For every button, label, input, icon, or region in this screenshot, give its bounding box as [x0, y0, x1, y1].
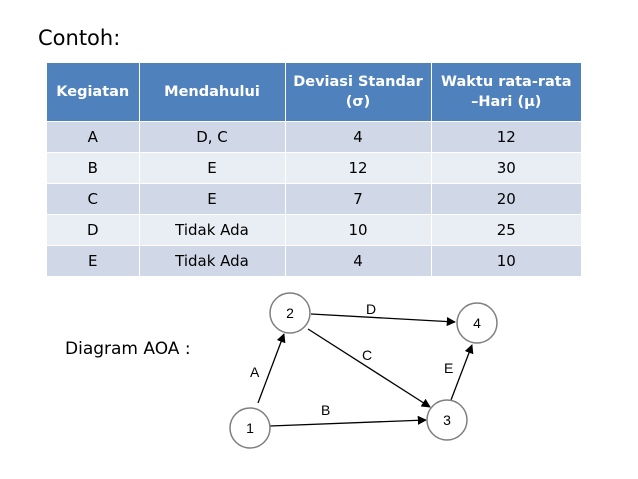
cell-mendahului: Tidak Ada	[139, 245, 286, 276]
edge-label-e: E	[444, 360, 453, 376]
cell-kegiatan: B	[47, 152, 140, 184]
cell-kegiatan: D	[47, 214, 140, 246]
node-label: 4	[473, 315, 481, 331]
cell-mendahului: E	[139, 183, 286, 215]
edge-d	[310, 313, 456, 327]
edge-c	[307, 328, 431, 408]
edge-label-b: B	[321, 402, 330, 418]
header-deviasi-standar: Deviasi Standar (σ)	[285, 63, 432, 122]
header-mendahului: Mendahului	[139, 63, 286, 122]
edge-e	[450, 344, 474, 401]
edge-label-c: C	[362, 347, 372, 363]
node-label: 2	[286, 305, 294, 321]
cell-kegiatan: E	[47, 245, 140, 276]
edge-a	[257, 333, 286, 404]
cell-mendahului: D, C	[139, 121, 286, 153]
table-row: E Tidak Ada 4 10	[47, 245, 581, 276]
table-row: A D, C 4 12	[47, 121, 581, 153]
node-3: 3	[426, 399, 468, 441]
node-2: 2	[269, 292, 311, 334]
cell-deviasi: 7	[285, 183, 432, 215]
cell-waktu: 12	[431, 121, 581, 153]
cell-kegiatan: C	[47, 183, 140, 215]
table-row: C E 7 20	[47, 183, 581, 215]
page-heading: Contoh:	[38, 26, 121, 50]
table-header-row: Kegiatan Mendahului Deviasi Standar (σ) …	[47, 63, 581, 122]
node-1: 1	[229, 407, 271, 449]
activity-table: Kegiatan Mendahului Deviasi Standar (σ) …	[47, 63, 581, 276]
node-4: 4	[456, 302, 498, 344]
cell-waktu: 20	[431, 183, 581, 215]
cell-deviasi: 10	[285, 214, 432, 246]
cell-deviasi: 4	[285, 245, 432, 276]
edge-b	[269, 415, 427, 427]
cell-deviasi: 12	[285, 152, 432, 184]
cell-waktu: 10	[431, 245, 581, 276]
table-row: D Tidak Ada 10 25	[47, 214, 581, 246]
node-label: 1	[246, 420, 254, 436]
node-label: 3	[443, 412, 451, 428]
header-kegiatan: Kegiatan	[47, 63, 140, 122]
table-row: B E 12 30	[47, 152, 581, 184]
cell-mendahului: E	[139, 152, 286, 184]
cell-waktu: 30	[431, 152, 581, 184]
edge-label-a: A	[250, 364, 260, 380]
diagram-label: Diagram AOA :	[65, 339, 191, 359]
header-waktu-rata-rata: Waktu rata-rata –Hari (µ)	[431, 63, 581, 122]
edge-label-d: D	[366, 301, 376, 317]
cell-deviasi: 4	[285, 121, 432, 153]
cell-waktu: 25	[431, 214, 581, 246]
cell-kegiatan: A	[47, 121, 140, 153]
cell-mendahului: Tidak Ada	[139, 214, 286, 246]
